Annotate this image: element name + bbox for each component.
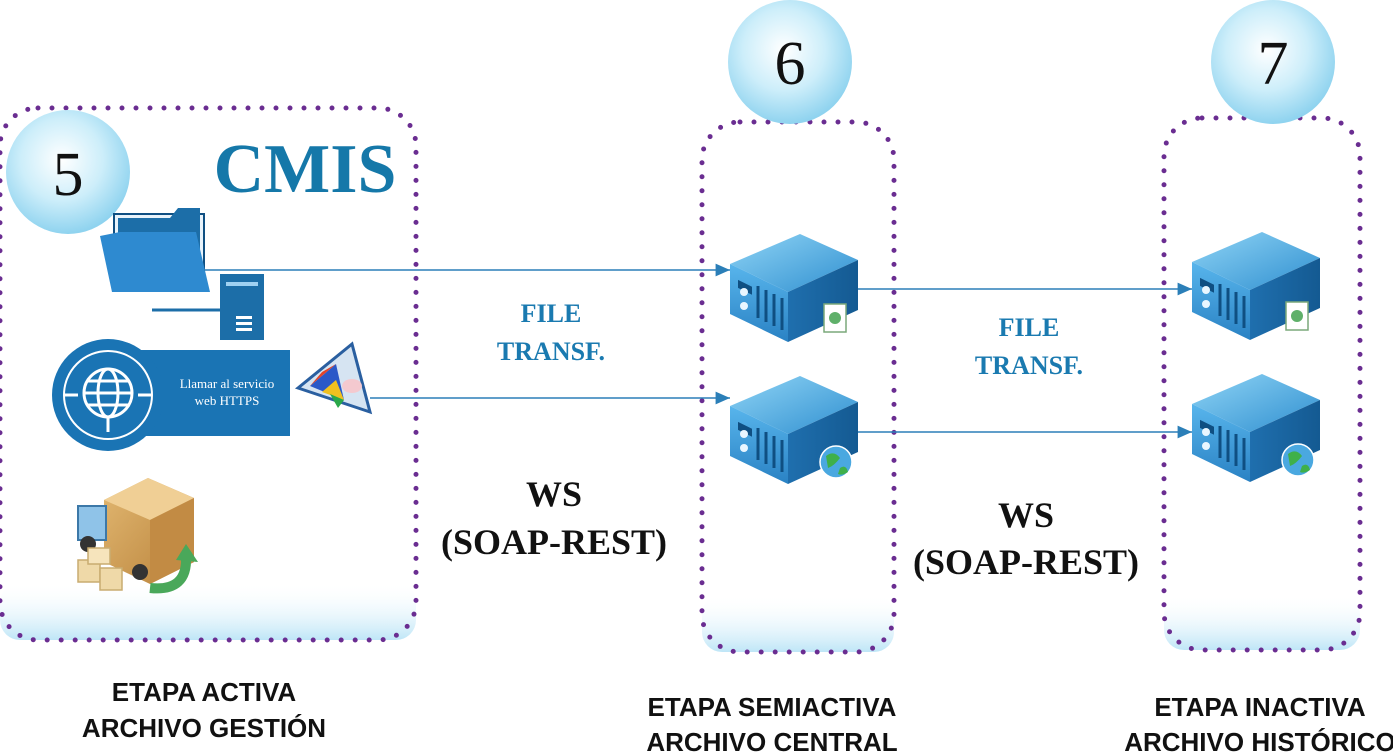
stage-6-caption-line1: ETAPA SEMIACTIVA xyxy=(648,692,897,722)
file-transfer-label-1-line2: TRANSF. xyxy=(497,337,605,366)
stage-5-caption-line2: ARCHIVO GESTIÓN xyxy=(82,713,326,743)
document-badge-icon xyxy=(823,303,847,333)
stage-7-caption-line2: ARCHIVO HISTÓRICO xyxy=(1124,727,1393,754)
stage-5-number-badge: 5 xyxy=(6,110,130,234)
file-transfer-label-1-line1: FILE xyxy=(521,299,582,328)
ws-label-1-line1: WS xyxy=(526,474,582,514)
web-service-label-line2: web HTTPS xyxy=(195,393,260,408)
web-service-label-line1: Llamar al servicio xyxy=(180,376,275,391)
delivery-truck-icon xyxy=(77,478,198,594)
folder-icon xyxy=(100,208,210,292)
stage-6-number: 6 xyxy=(775,30,806,98)
transfer-arrows xyxy=(204,263,1192,439)
file-transfer-label-2-line1: FILE xyxy=(999,313,1060,342)
computer-tower-icon xyxy=(152,274,264,340)
cmis-title: CMIS xyxy=(214,131,397,208)
stage-7-number-badge: 7 xyxy=(1211,0,1335,124)
stage-7-container xyxy=(1161,115,1363,653)
stage-5-number: 5 xyxy=(53,141,84,209)
ws-label-2-line1: WS xyxy=(998,495,1054,535)
globe-badge-icon xyxy=(819,445,853,479)
color-triangle-icon xyxy=(294,341,373,415)
stage-7-number: 7 xyxy=(1258,30,1289,98)
globe-badge-icon xyxy=(1281,443,1315,477)
file-transfer-label-2-line2: TRANSF. xyxy=(975,351,1083,380)
server-icon xyxy=(728,374,860,486)
globe-icon xyxy=(64,367,152,432)
stage-5-container xyxy=(0,105,419,643)
stage-5-caption-line1: ETAPA ACTIVA xyxy=(112,677,297,707)
web-service-panel: Llamar al servicio web HTTPS xyxy=(52,339,290,451)
server-icon xyxy=(1190,230,1322,342)
server-icon xyxy=(1190,372,1322,484)
server-icon xyxy=(728,232,860,344)
stage-6-number-badge: 6 xyxy=(728,0,852,124)
stage-6-caption-line2: ARCHIVO CENTRAL xyxy=(646,727,897,754)
ws-label-2-line2: (SOAP-REST) xyxy=(913,542,1139,582)
document-badge-icon xyxy=(1285,301,1309,331)
ws-label-1-line2: (SOAP-REST) xyxy=(441,522,667,562)
stage-7-caption-line1: ETAPA INACTIVA xyxy=(1154,692,1366,722)
